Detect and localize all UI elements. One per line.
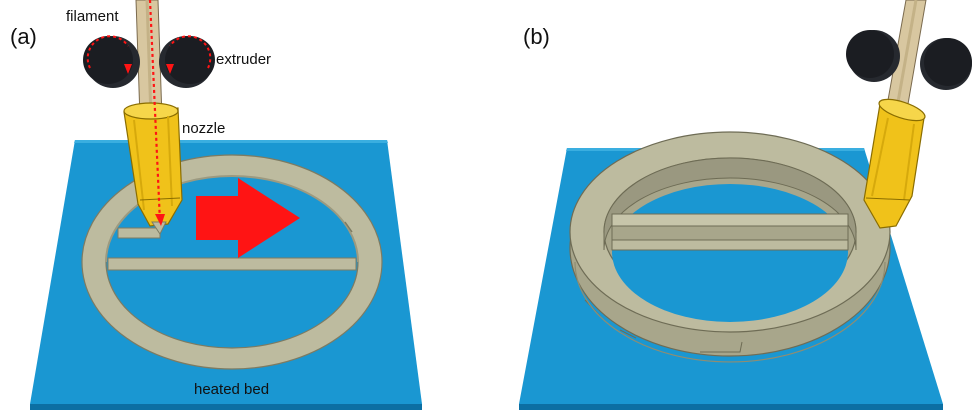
- filament-a: [135, 0, 163, 119]
- heated-bed-label: heated bed: [194, 381, 269, 398]
- nozzle-icon: [123, 0, 183, 235]
- filament-label: filament: [66, 8, 119, 25]
- nozzle-label: nozzle: [182, 120, 225, 137]
- extruder-roller-icon: [846, 30, 972, 90]
- panel-label-a: (a): [10, 24, 37, 49]
- print-direction-arrow-icon: [196, 178, 300, 258]
- panel-label-b: (b): [523, 24, 550, 49]
- extruder-roller-icon: [83, 35, 215, 88]
- nozzle-icon: [863, 98, 926, 229]
- printed-ring-b: [569, 131, 891, 363]
- panel-b: (b): [519, 0, 972, 410]
- extruder-label: extruder: [216, 51, 271, 68]
- panel-a: (a) filament extruder nozzle heated bed: [10, 0, 422, 410]
- printed-ring-a: [81, 154, 383, 370]
